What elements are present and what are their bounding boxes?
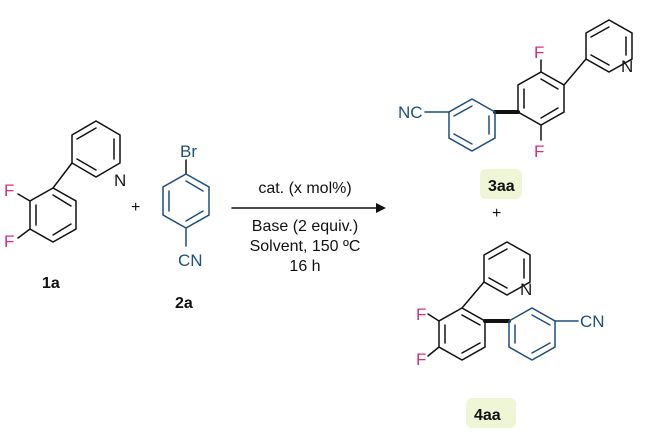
compound-3aa: N F F NC 3aa (398, 19, 633, 199)
label-2a: 2a (175, 295, 193, 312)
label-4aa: 4aa (474, 407, 501, 424)
atom-f-1a-ortho: F (4, 181, 14, 200)
atom-n-4aa: N (520, 280, 532, 299)
atom-f-1a-para: F (4, 232, 14, 251)
label-4aa-highlight (466, 398, 516, 428)
atom-f-3aa-top: F (534, 43, 544, 62)
compound-2a: Br CN 2a (162, 142, 210, 312)
label-3aa-highlight (480, 169, 522, 199)
plus-sign-left: + (131, 199, 140, 216)
condition-base: Base (2 equiv.) (252, 218, 358, 235)
group-cn-2a: CN (178, 251, 203, 270)
compound-4aa: N F F CN 4aa (416, 241, 605, 428)
plus-sign-products: + (492, 205, 501, 222)
atom-f-3aa-bottom: F (534, 142, 544, 161)
compound-1a: N F F 1a (4, 120, 126, 292)
condition-time: 16 h (289, 258, 320, 275)
label-3aa: 3aa (488, 178, 515, 195)
group-nc-3aa: NC (398, 103, 423, 122)
label-1a: 1a (42, 275, 60, 292)
atom-f-4aa-bottom: F (416, 350, 426, 369)
atom-f-4aa-top: F (416, 305, 426, 324)
condition-solvent-temp: Solvent, 150 ºC (250, 238, 361, 255)
reaction-arrow (231, 203, 386, 213)
atom-n-3aa: N (621, 57, 633, 76)
group-cn-4aa: CN (580, 312, 605, 331)
condition-catalyst: cat. (x mol%) (258, 180, 351, 197)
atom-n-1a: N (114, 171, 126, 190)
atom-br-2a: Br (180, 142, 197, 161)
